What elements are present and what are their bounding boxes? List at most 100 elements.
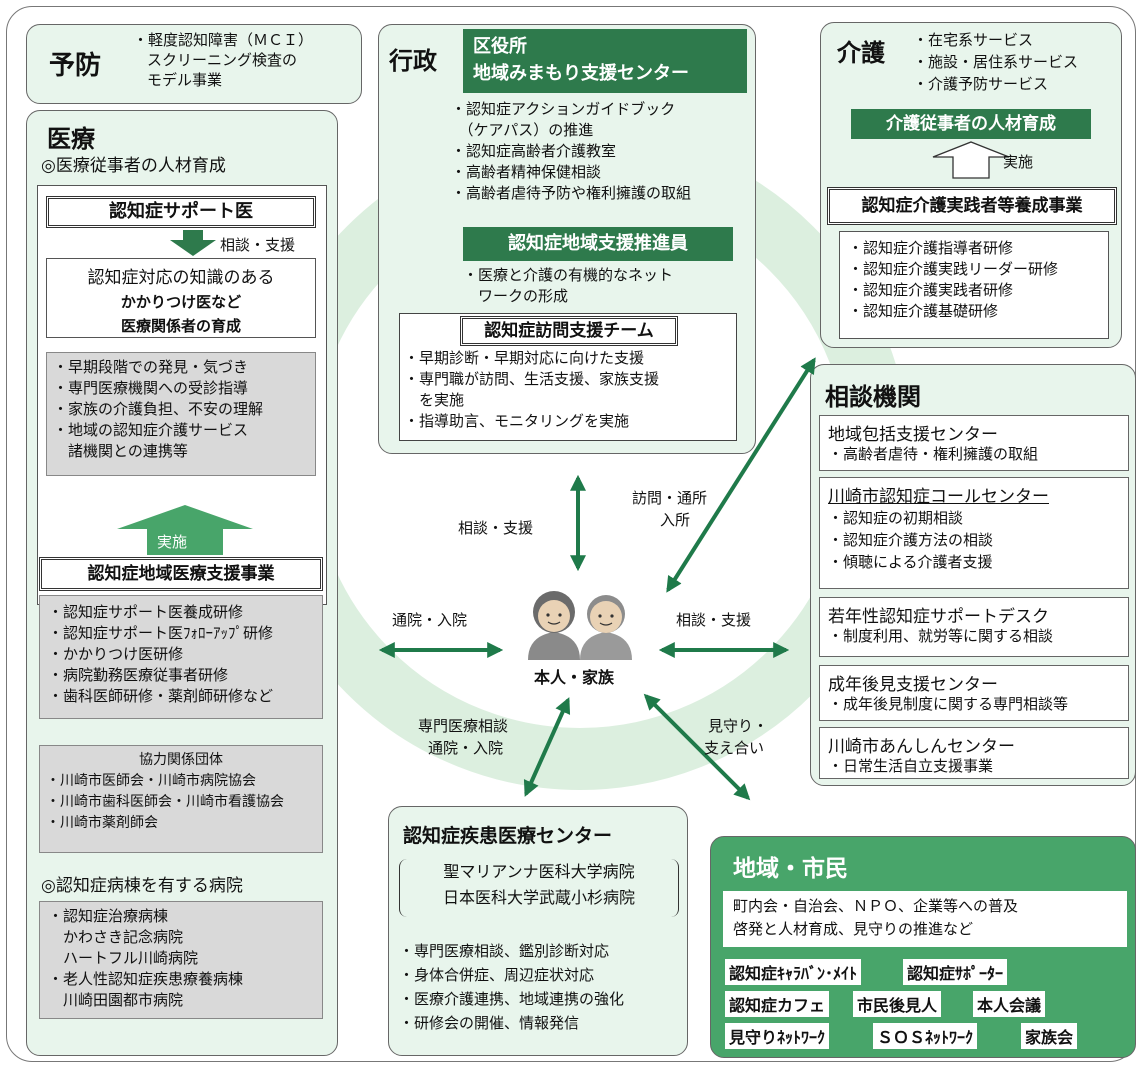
hospital-item: 川崎田園都市病院 xyxy=(48,991,184,1009)
citizen-guardian-tag: 市民後見人 xyxy=(853,991,942,1017)
team-item: ・早期診断・早期対応に向けた支援 xyxy=(404,349,645,367)
label-specialist-1: 専門医療相談 xyxy=(418,717,509,735)
promoter-item: ・医療と介護の有機的なネット xyxy=(463,266,674,284)
care-training-list: ・認知症介護指導者研修 ・認知症介護実践リーダー研修 ・認知症介護実践者研修 ・… xyxy=(839,231,1109,339)
org-item: ・制度利用、就労等に関する相談 xyxy=(828,627,1054,645)
medical-center-panel: 認知症疾患医療センター 聖マリアンナ医科大学病院 日本医科大学武蔵小杉病院 ・専… xyxy=(388,806,688,1056)
org-name: 川崎市あんしんセンター xyxy=(828,737,1015,757)
medical-jisshi-label: 実施 xyxy=(157,533,188,551)
org-box: 若年性認知症サポートデスク ・制度利用、就労等に関する相談 xyxy=(819,597,1129,657)
knowledge-line-3: 医療関係者の育成 xyxy=(120,317,241,335)
community-desc: 町内会・自治会、ＮＰＯ、企業等への普及 啓発と人材育成、見守りの推進など xyxy=(723,891,1127,947)
label-specialist-2: 通院・入院 xyxy=(428,739,504,757)
person-meeting-tag: 本人会議 xyxy=(973,991,1046,1017)
label-watch-1: 見守り・ xyxy=(708,717,769,735)
center-hospitals: 聖マリアンナ医科大学病院 日本医科大学武蔵小杉病院 xyxy=(399,859,679,917)
org-name: 若年性認知症サポートデスク xyxy=(828,607,1049,627)
care-title: 介護 xyxy=(837,39,885,67)
care-hr-box: 介護従事者の人材育成 xyxy=(851,109,1091,139)
center-items: ・専門医療相談、鑑別診断対応 ・身体合併症、周辺症状対応 ・医療介護連携、地域連… xyxy=(399,939,624,1035)
consultation-title: 相談機関 xyxy=(825,383,921,411)
center-hospital: 日本医科大学武蔵小杉病院 xyxy=(442,888,635,907)
arrow-care xyxy=(666,357,816,593)
prevention-title: 予防 xyxy=(49,51,102,81)
partner-item: ・川崎市歯科医師会・川崎市看護協会 xyxy=(46,794,284,810)
administration-items: ・認知症アクションガイドブック （ケアパス）の推進 ・認知症高齢者介護教室 ・高… xyxy=(451,99,691,204)
center-item: ・医療介護連携、地域連携の強化 xyxy=(399,990,625,1008)
org-item: ・認知症の初期相談 xyxy=(828,509,964,527)
label-consult-support-right: 相談・支援 xyxy=(676,611,752,629)
care-jisshi-label: 実施 xyxy=(1003,153,1034,171)
label-visit-1: 訪問・通所 xyxy=(632,489,708,507)
org-box: 地域包括支援センター ・高齢者虐待・権利擁護の取組 xyxy=(819,415,1129,471)
visit-team-items: ・早期診断・早期対応に向けた支援 ・専門職が訪問、生活支援、家族支援 を実施 ・… xyxy=(404,348,659,432)
role-item: ・家族の介護負担、不安の理解 xyxy=(53,400,264,418)
medical-panel: 医療 ◎医療従事者の人材育成 認知症サポート医 相談・支援 認知症対応の知識のあ… xyxy=(26,110,338,1056)
team-item: ・専門職が訪問、生活支援、家族支援 xyxy=(404,370,660,388)
arrow-center xyxy=(523,697,571,797)
prevention-line-2: スクリーニング検査の xyxy=(147,51,298,69)
care-up-arrow-icon xyxy=(932,141,1010,179)
partner-item: ・川崎市薬剤師会 xyxy=(46,815,158,831)
team-item: を実施 xyxy=(404,391,465,409)
admin-item: （ケアパス）の推進 xyxy=(451,121,594,139)
org-name: 成年後見支援センター xyxy=(828,675,998,695)
ward-office-line-1: 区役所 xyxy=(473,36,527,57)
admin-item: ・認知症高齢者介護教室 xyxy=(451,142,617,160)
training-item: ・病院勤務医療従事者研修 xyxy=(48,666,229,684)
training-item: ・かかりつけ医研修 xyxy=(48,645,184,663)
promoter-item: ワークの形成 xyxy=(463,287,569,305)
center-hospital: 聖マリアンナ医科大学病院 xyxy=(443,862,635,881)
ward-office-box: 区役所 地域みまもり支援センター xyxy=(463,29,747,93)
medical-training-list: ・認知症サポート医養成研修 ・認知症サポート医ﾌｫﾛｰｱｯﾌﾟ研修 ・かかりつけ… xyxy=(39,595,323,719)
care-service-1: ・在宅系サービス xyxy=(913,31,1034,49)
role-item: ・専門医療機関への受診指導 xyxy=(53,379,249,397)
hospital-item: ハートフル川崎病院 xyxy=(48,949,199,967)
label-outpatient: 通院・入院 xyxy=(392,611,468,629)
admin-item: ・認知症アクションガイドブック xyxy=(451,100,676,118)
hospital-title: ◎認知症病棟を有する病院 xyxy=(41,876,243,896)
center-item: ・研修会の開催、情報発信 xyxy=(399,1014,580,1032)
label-consult-support-top: 相談・支援 xyxy=(458,519,534,537)
org-name: 川崎市認知症コールセンター xyxy=(828,487,1049,507)
care-panel: 介護 ・在宅系サービス ・施設・居住系サービス ・介護予防サービス 介護従事者の… xyxy=(820,22,1122,348)
community-desc-line-1: 町内会・自治会、ＮＰＯ、企業等への普及 xyxy=(733,897,1019,915)
sos-network-tag: ＳＯＳﾈｯﾄﾜｰｸ xyxy=(873,1023,978,1049)
watch-network-tag: 見守りﾈｯﾄﾜｰｸ xyxy=(725,1023,830,1049)
org-box: 川崎市認知症コールセンター ・認知症の初期相談 ・認知症介護方法の相談 ・傾聴に… xyxy=(819,477,1129,589)
community-desc-line-2: 啓発と人材育成、見守りの推進など xyxy=(733,920,974,938)
medical-center-title: 認知症疾患医療センター xyxy=(403,825,613,847)
center-item: ・専門医療相談、鑑別診断対応 xyxy=(399,942,610,960)
care-training-item: ・認知症介護実践リーダー研修 xyxy=(848,260,1059,278)
partner-item: ・川崎市医師会・川崎市病院協会 xyxy=(46,773,256,789)
consultation-panel: 相談機関 地域包括支援センター ・高齢者虐待・権利擁護の取組 川崎市認知症コール… xyxy=(810,364,1136,786)
ward-office-line-2: 地域みまもり支援センター xyxy=(473,63,689,84)
medical-title: 医療 xyxy=(47,125,95,153)
admin-item: ・高齢者精神保健相談 xyxy=(451,163,602,181)
community-title: 地域・市民 xyxy=(733,856,848,882)
role-item: 諸機関との連携等 xyxy=(53,442,188,460)
care-training-item: ・認知症介護実践者研修 xyxy=(848,281,1014,299)
training-item: ・歯科医師研修・薬剤師研修など xyxy=(48,687,274,705)
org-item: ・傾聴による介護者支援 xyxy=(828,553,993,571)
person-family-icon xyxy=(528,591,632,660)
partners-box: 協力関係団体 ・川崎市医師会・川崎市病院協会 ・川崎市歯科医師会・川崎市看護協会… xyxy=(39,745,323,853)
org-box: 川崎市あんしんセンター ・日常生活自立支援事業 xyxy=(819,727,1129,779)
team-item: ・指導助言、モニタリングを実施 xyxy=(404,412,630,430)
person-family-label: 本人・家族 xyxy=(534,668,615,687)
down-arrow-icon xyxy=(170,230,216,256)
prevention-line-1: ・軽度認知障害（ＭＣＩ） xyxy=(133,31,314,49)
arrow-community xyxy=(643,693,751,801)
promoter-items: ・医療と介護の有機的なネット ワークの形成 xyxy=(463,265,673,307)
family-group-tag: 家族会 xyxy=(1021,1023,1078,1049)
consult-support-label: 相談・支援 xyxy=(220,236,296,254)
knowledge-line-1: 認知症対応の知識のある xyxy=(87,268,275,288)
partners-title: 協力関係団体 xyxy=(139,752,223,768)
prevention-line-3: モデル事業 xyxy=(147,71,223,89)
knowledge-line-2: かかりつけ医など xyxy=(120,293,242,311)
training-item: ・認知症サポート医養成研修 xyxy=(48,603,244,621)
care-training-item: ・認知症介護指導者研修 xyxy=(848,239,1014,257)
org-item: ・日常生活自立支援事業 xyxy=(828,757,994,775)
org-item: ・高齢者虐待・権利擁護の取組 xyxy=(828,445,1039,463)
